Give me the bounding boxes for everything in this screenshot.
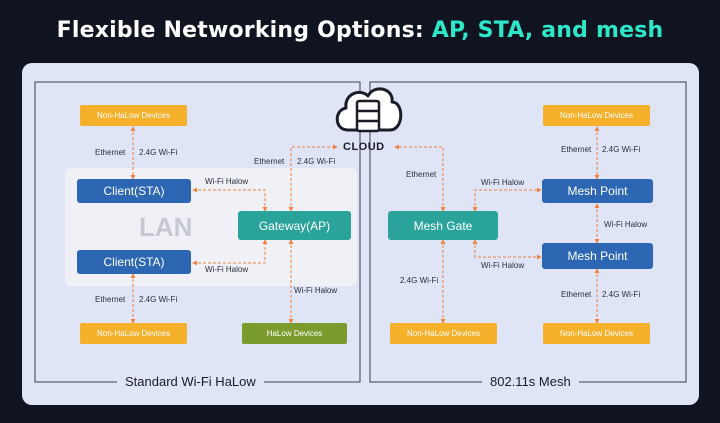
label-halow-gateway-down: Wi-Fi Halow bbox=[294, 286, 338, 295]
halow-devices: HaLow Devices bbox=[242, 323, 347, 344]
non-halow-devices-top-left: Non-HaLow Devices bbox=[80, 105, 187, 126]
title-accent: AP, STA, and mesh bbox=[431, 18, 664, 43]
section-label-mesh: 802.11s Mesh bbox=[482, 374, 579, 389]
mesh-point-top: Mesh Point bbox=[542, 179, 653, 203]
mesh-gate: Mesh Gate bbox=[388, 211, 498, 240]
conn-meshgate-cloud bbox=[394, 144, 446, 212]
label-wifi24-top-left: 2.4G Wi-Fi bbox=[139, 148, 178, 157]
label-wifi24-cloud-left: 2.4G Wi-Fi bbox=[297, 157, 336, 166]
client-sta-top: Client(STA) bbox=[77, 179, 191, 203]
section-label-standard-halow: Standard Wi-Fi HaLow bbox=[117, 374, 264, 389]
label-halow-mid-right: Wi-Fi Halow bbox=[604, 220, 648, 229]
cloud-label: CLOUD bbox=[343, 141, 385, 153]
label-wifi24-bottom-right: 2.4G Wi-Fi bbox=[602, 290, 641, 299]
label-halow-bottom-right: Wi-Fi Halow bbox=[481, 261, 525, 270]
non-halow-devices-bottom-right: Non-HaLow Devices bbox=[543, 323, 650, 344]
client-sta-bottom: Client(STA) bbox=[77, 250, 191, 274]
page-title: Flexible Networking Options: AP, STA, an… bbox=[0, 18, 720, 43]
non-halow-devices-bottom-left: Non-HaLow Devices bbox=[80, 323, 187, 344]
label-ethernet-bottom-left: Ethernet bbox=[95, 295, 126, 304]
non-halow-devices-top-right: Non-HaLow Devices bbox=[543, 105, 650, 126]
label-wifi24-bottom-left: 2.4G Wi-Fi bbox=[139, 295, 178, 304]
gateway-ap: Gateway(AP) bbox=[238, 211, 351, 240]
conn-client-bottom-gateway bbox=[192, 239, 268, 266]
label-halow-bottom-left: Wi-Fi Halow bbox=[205, 265, 249, 274]
label-wifi24-meshgate: 2.4G Wi-Fi bbox=[400, 276, 439, 285]
label-halow-top-right: Wi-Fi Halow bbox=[481, 178, 525, 187]
non-halow-devices-bottom-middle: Non-HaLow Devices bbox=[390, 323, 497, 344]
conn-meshgate-meshpoint-top bbox=[472, 187, 542, 212]
label-ethernet-bottom-right: Ethernet bbox=[561, 290, 592, 299]
conn-meshgate-meshpoint-bottom bbox=[472, 239, 542, 260]
label-ethernet-cloud-right: Ethernet bbox=[406, 170, 437, 179]
conn-client-top-gateway bbox=[192, 187, 268, 212]
label-ethernet-cloud-left: Ethernet bbox=[254, 157, 285, 166]
label-halow-top-left: Wi-Fi Halow bbox=[205, 177, 249, 186]
label-ethernet-top-right: Ethernet bbox=[561, 145, 592, 154]
server-icon bbox=[355, 99, 381, 133]
title-main: Flexible Networking Options: bbox=[56, 18, 432, 43]
label-wifi24-top-right: 2.4G Wi-Fi bbox=[602, 145, 641, 154]
lan-label: LAN bbox=[139, 212, 193, 242]
label-ethernet-top-left: Ethernet bbox=[95, 148, 126, 157]
conn-gateway-cloud bbox=[288, 144, 338, 212]
mesh-point-bottom: Mesh Point bbox=[542, 243, 653, 269]
